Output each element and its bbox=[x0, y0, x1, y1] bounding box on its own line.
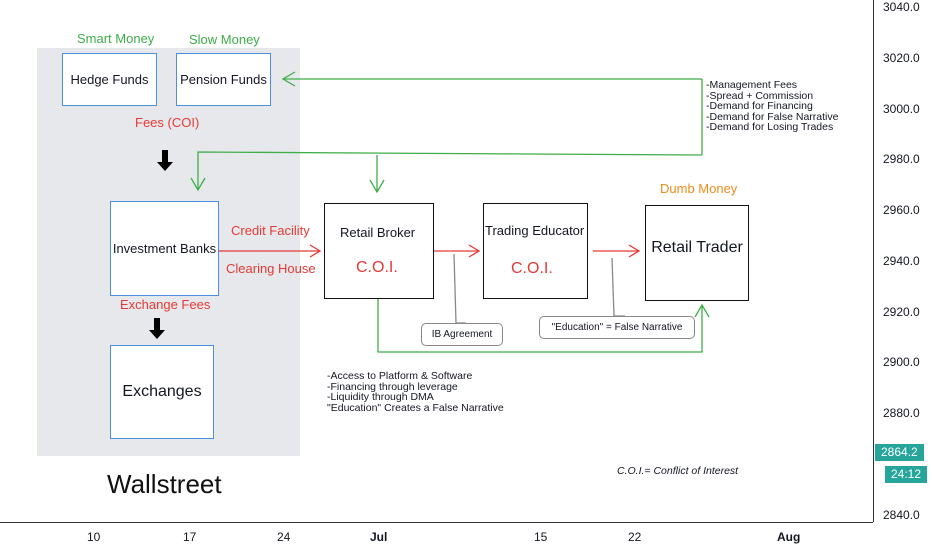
price-tick: 2880.0 bbox=[883, 406, 920, 420]
edu-callout-pointer bbox=[611, 257, 625, 317]
offer-item: -Liquidity through DMA bbox=[327, 391, 434, 404]
exchanges-box: Exchanges bbox=[110, 345, 214, 439]
time-tick: 24 bbox=[277, 530, 291, 544]
pension-funds-box: Pension Funds bbox=[176, 53, 271, 106]
price-tick: 3020.0 bbox=[883, 51, 920, 65]
credit-arrow-head bbox=[309, 244, 322, 258]
price-tick: 2940.0 bbox=[883, 254, 920, 268]
smart-money-label: Smart Money bbox=[77, 31, 155, 46]
clearing-house-label: Clearing House bbox=[226, 261, 316, 276]
to-investment-banks-line bbox=[197, 151, 703, 190]
price-tick: 2980.0 bbox=[883, 152, 920, 166]
retail-broker-coi: C.O.I. bbox=[356, 259, 398, 276]
price-tick: 2960.0 bbox=[883, 203, 920, 217]
time-tick: Aug bbox=[777, 530, 801, 544]
broker-educator-head bbox=[468, 244, 481, 258]
slow-money-label: Slow Money bbox=[189, 32, 260, 47]
time-tick: Jul bbox=[370, 530, 388, 544]
investment-banks-box: Investment Banks bbox=[110, 201, 219, 296]
trading-educator-label: Trading Educator bbox=[485, 223, 585, 238]
retail-broker-box: Retail Broker C.O.I. bbox=[324, 203, 434, 299]
wallstreet-label: Wallstreet bbox=[107, 469, 222, 499]
trading-educator-coi: C.O.I. bbox=[511, 260, 553, 277]
trading-educator-box: Trading Educator C.O.I. bbox=[483, 203, 588, 299]
time-tick: 10 bbox=[87, 530, 101, 544]
fee-item: -Spread + Commission bbox=[706, 89, 814, 102]
fee-item: -Demand for False Narrative bbox=[706, 110, 839, 123]
retail-trader-box: Retail Trader bbox=[645, 205, 749, 301]
broker-offer-list: -Access to Platform & Software -Financin… bbox=[327, 371, 504, 413]
price-axis[interactable] bbox=[873, 0, 932, 522]
down-arrow-1-icon bbox=[157, 150, 173, 171]
ib-agreement-text: IB Agreement bbox=[431, 329, 493, 340]
coi-note: C.O.I.= Conflict of Interest bbox=[617, 465, 739, 477]
educator-trader-head bbox=[628, 244, 641, 258]
fee-item: -Demand for Losing Trades bbox=[706, 121, 834, 134]
fee-item: -Demand for Financing bbox=[706, 100, 813, 113]
down-arrow-2-icon bbox=[149, 318, 165, 339]
to-investment-banks-arrowhead bbox=[190, 177, 206, 192]
bottom-loop-arrowhead bbox=[694, 303, 710, 318]
price-tick: 3040.0 bbox=[883, 0, 920, 14]
price-tick: 3000.0 bbox=[883, 102, 920, 116]
price-tick: 2920.0 bbox=[883, 305, 920, 319]
education-narrative-text: "Education" = False Narrative bbox=[551, 322, 683, 333]
time-tick: 22 bbox=[628, 530, 642, 544]
fee-list: -Management Fees -Spread + Commission -D… bbox=[706, 80, 838, 133]
price-tick: 2840.0 bbox=[883, 508, 920, 522]
exchanges-label: Exchanges bbox=[122, 383, 202, 400]
offer-item: "Education" Creates a False Narrative bbox=[327, 401, 504, 414]
education-narrative-callout: "Education" = False Narrative bbox=[539, 316, 695, 339]
pension-funds-label: Pension Funds bbox=[180, 72, 267, 87]
hedge-funds-label: Hedge Funds bbox=[70, 72, 149, 87]
investment-banks-label: Investment Banks bbox=[112, 241, 217, 256]
retail-broker-label: Retail Broker bbox=[340, 225, 416, 240]
to-retail-broker-arrowhead bbox=[369, 179, 385, 194]
bottom-loop-line bbox=[377, 299, 703, 353]
hedge-funds-box: Hedge Funds bbox=[62, 53, 157, 106]
last-price-badge: 2864.2 bbox=[875, 444, 924, 461]
time-axis[interactable] bbox=[0, 522, 873, 523]
fee-item: -Management Fees bbox=[706, 79, 798, 91]
fee-return-arrowhead bbox=[281, 71, 296, 87]
dumb-money-label: Dumb Money bbox=[660, 181, 738, 196]
fees-coi-label: Fees (COI) bbox=[135, 115, 200, 130]
retail-trader-label: Retail Trader bbox=[651, 239, 743, 256]
ib-callout-pointer bbox=[453, 253, 466, 324]
countdown-badge: 24:12 bbox=[885, 466, 928, 483]
ib-agreement-callout: IB Agreement bbox=[421, 323, 503, 346]
credit-facility-label: Credit Facility bbox=[231, 223, 310, 238]
price-tick: 2900.0 bbox=[883, 355, 920, 369]
time-tick: 15 bbox=[534, 530, 548, 544]
offer-item: -Financing through leverage bbox=[327, 380, 458, 393]
offer-item: -Access to Platform & Software bbox=[327, 370, 473, 382]
time-tick: 17 bbox=[183, 530, 197, 544]
exchange-fees-label: Exchange Fees bbox=[120, 297, 211, 312]
